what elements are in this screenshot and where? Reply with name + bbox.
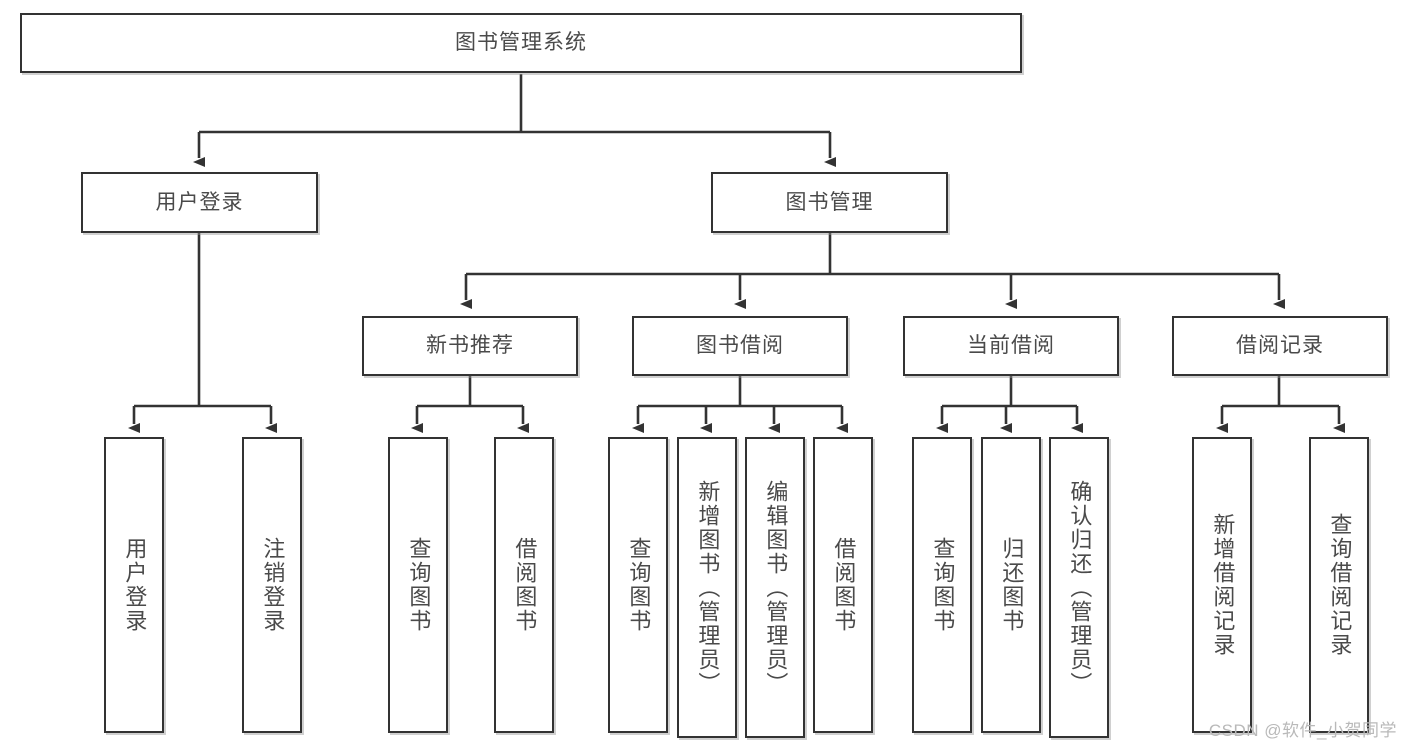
- node-leaf-query-record-label: 查询借阅记录: [1327, 513, 1353, 657]
- node-leaf-edit-book-label: 编辑图书（管理员）: [763, 479, 789, 696]
- node-root[interactable]: 图书管理系统: [20, 13, 1022, 73]
- node-root-label: 图书管理系统: [455, 31, 587, 55]
- node-book-borrow[interactable]: 图书借阅: [632, 316, 848, 376]
- node-book-borrow-label: 图书借阅: [696, 334, 784, 358]
- node-leaf-borrow-book-2-label: 借阅图书: [831, 537, 857, 633]
- node-book-manage-label: 图书管理: [785, 190, 874, 214]
- watermark-text: CSDN @软件_小贺同学: [1208, 721, 1397, 740]
- node-leaf-user-logout[interactable]: 注销登录: [242, 437, 302, 733]
- node-leaf-add-book-label: 新增图书（管理员）: [695, 479, 721, 696]
- node-current-borrow[interactable]: 当前借阅: [903, 316, 1119, 376]
- node-leaf-add-book[interactable]: 新增图书（管理员）: [677, 437, 737, 738]
- node-current-borrow-label: 当前借阅: [967, 334, 1055, 358]
- node-leaf-query-book-3-label: 查询图书: [930, 537, 956, 633]
- node-leaf-query-book-1[interactable]: 查询图书: [388, 437, 448, 733]
- node-borrow-record-label: 借阅记录: [1236, 334, 1324, 358]
- node-leaf-user-login-label: 用户登录: [122, 537, 148, 633]
- node-leaf-query-book-1-label: 查询图书: [406, 537, 432, 633]
- node-leaf-borrow-book-1[interactable]: 借阅图书: [494, 437, 554, 733]
- node-leaf-user-logout-label: 注销登录: [260, 537, 286, 633]
- node-leaf-add-record-label: 新增借阅记录: [1210, 513, 1236, 657]
- node-leaf-query-record[interactable]: 查询借阅记录: [1309, 437, 1369, 733]
- node-borrow-record[interactable]: 借阅记录: [1172, 316, 1388, 376]
- node-user-login[interactable]: 用户登录: [81, 172, 318, 233]
- node-leaf-add-record[interactable]: 新增借阅记录: [1192, 437, 1252, 733]
- node-leaf-edit-book[interactable]: 编辑图书（管理员）: [745, 437, 805, 738]
- node-leaf-query-book-3[interactable]: 查询图书: [912, 437, 972, 733]
- node-leaf-borrow-book-1-label: 借阅图书: [512, 537, 538, 633]
- node-leaf-user-login[interactable]: 用户登录: [104, 437, 164, 733]
- node-leaf-borrow-book-2[interactable]: 借阅图书: [813, 437, 873, 733]
- node-book-manage[interactable]: 图书管理: [711, 172, 948, 233]
- node-leaf-confirm-return-label: 确认归还（管理员）: [1067, 479, 1093, 696]
- node-leaf-return-book-label: 归还图书: [999, 537, 1025, 633]
- node-new-book-rec-label: 新书推荐: [426, 334, 514, 358]
- node-user-login-label: 用户登录: [155, 190, 244, 214]
- node-leaf-query-book-2[interactable]: 查询图书: [608, 437, 668, 733]
- node-leaf-query-book-2-label: 查询图书: [626, 537, 652, 633]
- node-leaf-return-book[interactable]: 归还图书: [981, 437, 1041, 733]
- node-new-book-rec[interactable]: 新书推荐: [362, 316, 578, 376]
- node-leaf-confirm-return[interactable]: 确认归还（管理员）: [1049, 437, 1109, 738]
